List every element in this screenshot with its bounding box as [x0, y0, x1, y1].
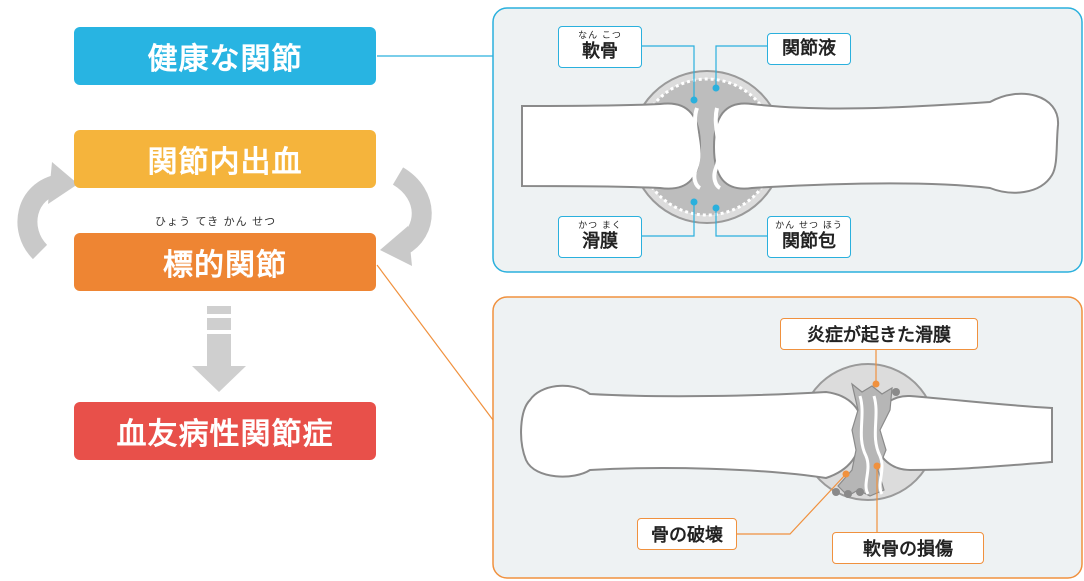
synovial-fluid-text: 関節液 [782, 38, 836, 59]
cartilage-text: 軟骨 [582, 40, 618, 62]
target-joint-ruby: ひょう てき かん せつ [155, 215, 277, 228]
joint-capsule-text: 関節包 [782, 230, 836, 252]
curved-arrow-right-icon [380, 167, 432, 266]
healthy-joint-illustration [521, 70, 1060, 224]
synovium-ruby: かつ まく [578, 220, 622, 231]
synovial-fluid-label: 関節液 [767, 33, 851, 65]
joint-capsule-label: かん せつ ほう 関節包 [767, 216, 851, 258]
inflamed-synovium-label: 炎症が起きた滑膜 [780, 318, 978, 350]
healthy-joint-box: 健康な関節 [74, 27, 376, 85]
healthy-leader-lines [640, 45, 767, 237]
target-connector-line [376, 264, 494, 421]
bone-destruction-label: 骨の破壊 [637, 518, 737, 550]
damaged-leader-dots [842, 380, 881, 478]
target-joint-box: 標的関節 [74, 233, 376, 291]
synovium-text: 滑膜 [582, 230, 618, 252]
damaged-leader-lines [736, 349, 878, 535]
joint-capsule-ruby: かん せつ ほう [775, 220, 843, 231]
cartilage-label: なん こつ 軟骨 [558, 26, 642, 68]
arthropathy-box: 血友病性関節症 [74, 402, 376, 460]
synovium-label: かつ まく 滑膜 [558, 216, 642, 258]
hemarthrosis-box: 関節内出血 [74, 130, 376, 188]
down-arrow-icon [192, 306, 246, 392]
healthy-leader-dots [690, 84, 720, 212]
cartilage-ruby: なん こつ [578, 30, 622, 41]
curved-arrow-left-icon [17, 162, 78, 260]
cartilage-damage-label: 軟骨の損傷 [832, 532, 984, 564]
